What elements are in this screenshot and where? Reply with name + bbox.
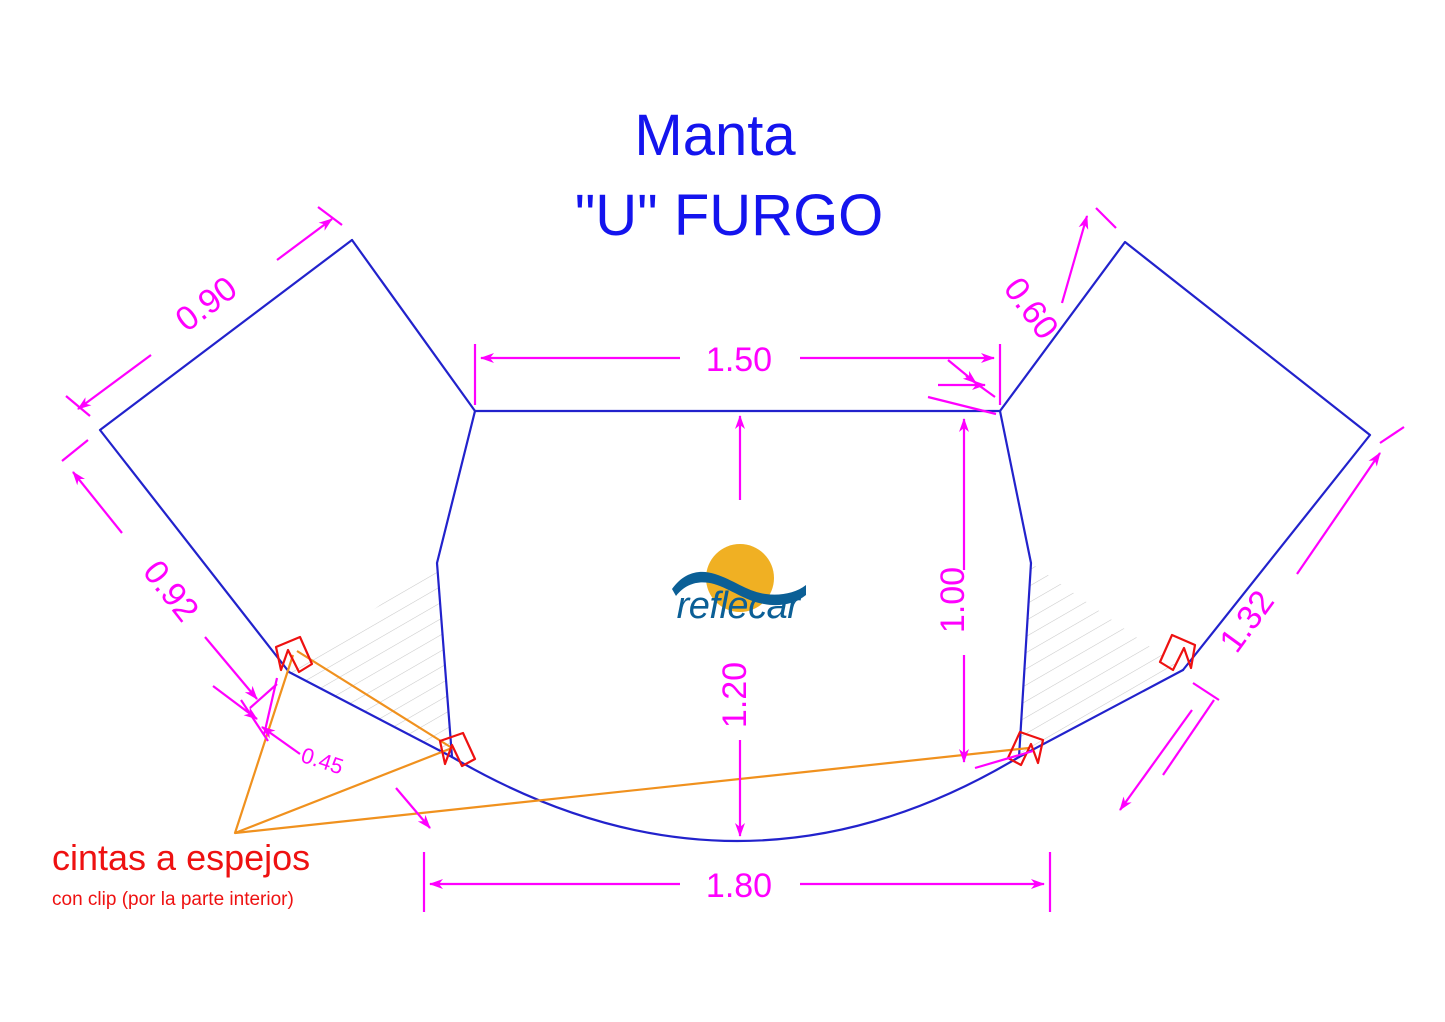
hatched-region-right [1019, 563, 1183, 757]
clip-marker-left-outer [274, 635, 314, 674]
clip-marker-right-outer [1158, 633, 1197, 672]
title-line-2: "U" FURGO [575, 183, 884, 248]
reflecar-logo: reflecar [672, 544, 806, 627]
dimension-label-1-50: 1.50 [706, 341, 772, 379]
dimension-1-80: 1.80 [422, 852, 1052, 912]
clip-marker-right-inner [1006, 730, 1045, 767]
dimension-0-90: 0.90 [65, 206, 343, 417]
drawing-title: Manta "U" FURGO [575, 103, 884, 248]
dimension-label-1-00: 1.00 [934, 567, 972, 633]
dimension-label-0-45: 0.45 [298, 742, 346, 779]
dimension-label-1-32: 1.32 [1212, 584, 1282, 660]
dimension-label-0-92: 0.92 [135, 553, 206, 629]
title-line-1: Manta [634, 103, 796, 168]
note-main-text: cintas a espejos [52, 837, 310, 878]
dimension-0-60: 0.60 [938, 207, 1117, 398]
dimension-label-1-20: 1.20 [716, 662, 754, 728]
note-leader-arrow [395, 787, 431, 829]
dimension-label-1-80: 1.80 [706, 867, 772, 905]
logo-wordmark: reflecar [677, 585, 802, 627]
dimension-1-20: 1.20 [716, 415, 754, 837]
logo-wave-icon [672, 571, 806, 606]
dimension-0-92: 0.92 [61, 439, 278, 709]
dimension-1-50: 1.50 [473, 341, 1002, 405]
manta-outline [98, 238, 1372, 843]
hatched-region-left [289, 563, 452, 757]
dimension-1-00: 1.00 [927, 395, 1034, 770]
note-sub-text: con clip (por la parte interior) [52, 889, 294, 910]
clip-marker-left-inner [438, 731, 477, 768]
dimension-1-32: 1.32 [1119, 426, 1405, 811]
strap-cinta-left [233, 650, 1030, 835]
note-block: cintas a espejos con clip (por la parte … [52, 837, 310, 910]
